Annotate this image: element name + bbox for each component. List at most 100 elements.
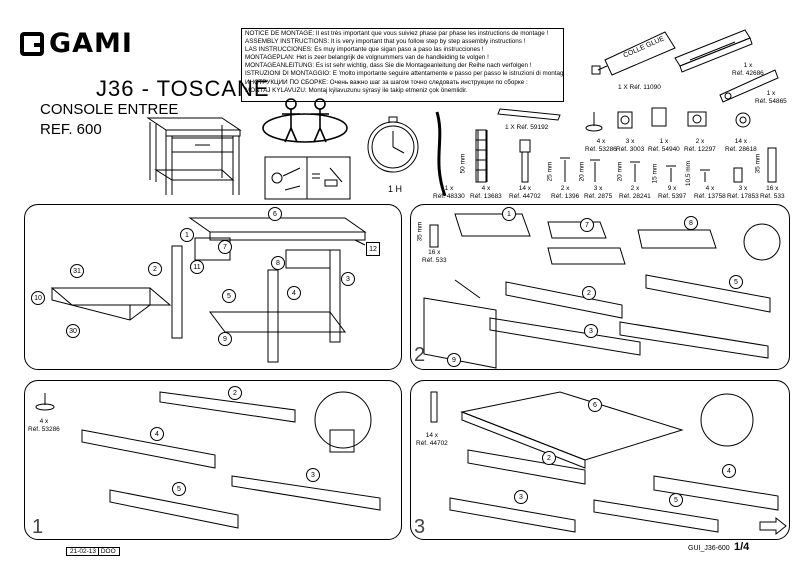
wood-strip-icon [497,108,561,121]
fittings-icons [585,107,751,132]
qty-label: 3 x [738,185,748,192]
part-callout: 9 [218,332,232,346]
notice-line: ASSEMBLY INSTRUCTIONS: It is very import… [245,38,526,46]
notice-line: ИНСТРУКЦИИ ПО СБОРКЕ: Очень важно шаг за… [245,78,528,86]
tools-icon [264,156,351,200]
qty-label: 1 x [659,138,669,145]
qty-label: 4 x [705,185,715,192]
part-callout: 6 [588,398,602,412]
notice-line: MONTAGEANLEITUNG: Es ist sehr wichtig, d… [245,62,532,70]
step-number: 3 [414,516,426,538]
part-callout: 2 [542,451,556,465]
notice-line: MONTAGEPLAN: Het is zeer belangrijk de v… [245,54,489,62]
part-callout: 11 [190,260,204,274]
time-label: 1 H [388,184,403,194]
ref-label: Réf. 53286 [28,425,60,433]
ref-label: Réf. 13758 [694,192,726,200]
drawer-rail-icon [674,29,753,73]
qty-label: 3 x [593,185,603,192]
qty-label: 1 x [766,90,776,97]
part-callout: 2 [582,286,596,300]
step1-panel [24,380,402,540]
notice-box: NOTICE DE MONTAGE: Il est très important… [241,28,564,102]
ref-label: Réf. 533 [760,192,785,200]
size-10-5mm: 10,5 mm [685,160,693,187]
qty-label: 14 x [734,138,748,145]
step3-drawing [430,391,787,536]
step2-panel [410,204,790,370]
part-callout: 30 [66,324,80,338]
overview-exploded-drawing [50,217,367,363]
ref-label: Réf. 13683 [470,192,502,200]
size-15mm: 15 mm [651,163,659,184]
part-callout: 3 [584,324,598,338]
part-callout: 4 [287,286,301,300]
ref-label: Réf. 5397 [658,192,687,200]
size-35mm: 35 mm [754,153,762,174]
qty-label: 16 x [428,249,441,256]
screws-icons [475,129,777,183]
brand-name: GAMI [49,28,133,59]
rail-bracket-icon [719,69,779,103]
size-20mm: 20 mm [578,161,586,182]
part-callout: 3 [306,468,320,482]
ref-label: Réf. 17853 [727,192,759,200]
qty-label: 2 x [630,185,640,192]
two-people-icon [262,98,348,143]
notice-line: MONTAJ KYLAVUZU: Montaj kýlavuzunu sýras… [245,86,468,94]
qty-label: 2 x [560,185,570,192]
page-number: 1/4 [734,541,750,553]
bent-bar-icon [435,111,447,197]
qty-label: 1 x [743,62,753,69]
step1-drawing [35,391,381,529]
ref-label: Réf. 533 [422,256,447,264]
notice-line: NOTICE DE MONTAGE: Il est très important… [245,30,549,37]
glue-tube-icon [591,31,676,76]
qty-label: 14 x [518,185,532,192]
console-illustration-icon [146,117,242,195]
ref-label: Réf. 42686 [732,69,764,77]
ref-label: Réf. 12297 [684,145,716,153]
product-ref: REF. 600 [40,121,102,138]
product-name: CONSOLE ENTREE [40,101,179,118]
size-50mm: 50 mm [459,153,467,174]
part-callout: 4 [722,464,736,478]
brand-logo: GAMI [20,28,133,59]
qty-label: 9 x [667,185,677,192]
part-callout: 5 [222,289,236,303]
ref-label: Réf. 53286 [585,145,617,153]
dowel-size: 35 mm [416,221,424,242]
ref-label: Réf. 28241 [619,192,651,200]
part-callout: 2 [148,262,162,276]
ref-label: Réf. 28618 [725,145,757,153]
ref-11090: 1 X Réf. 11090 [618,84,661,91]
part-callout: 1 [502,207,516,221]
notice-line: LAS INSTRUCCIONES: Es muy importante que… [245,46,484,54]
footer-date: 21-02-13 DOO [66,547,120,556]
qty-label: 4 x [596,138,606,145]
size-25mm: 25 mm [546,161,554,182]
part-callout: 8 [271,256,285,270]
step-number: 1 [32,516,44,538]
qty-label: 4 x [39,418,49,425]
logo-icon [20,31,44,56]
ref-label: Réf. 48330 [433,192,465,200]
step-number: 2 [414,344,426,366]
